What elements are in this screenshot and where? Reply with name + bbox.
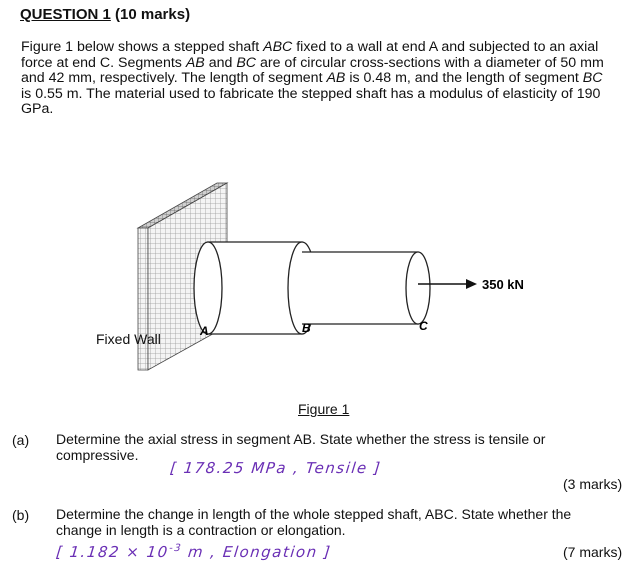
intro-line: GPa.: [21, 101, 54, 118]
part-b-question: Determine the change in length of the wh…: [56, 506, 628, 538]
figure-1-diagram: 350 kN A B C: [136, 182, 524, 371]
segment-ab-end-a: [193, 241, 223, 335]
part-a-handwritten-answer: [ 178.25 MPa , Tensile ]: [169, 459, 383, 477]
question-number: QUESTION 1: [20, 6, 111, 23]
part-b-line-1: Determine the change in length of the wh…: [56, 506, 572, 522]
part-a-marks: (3 marks): [563, 476, 623, 492]
segment-name: ABC: [263, 39, 293, 55]
question-marks: (10 marks): [115, 6, 191, 23]
fixed-wall-label: Fixed Wall: [96, 331, 161, 347]
intro-line: and 42 mm, respectively. The length of s…: [21, 70, 603, 87]
part-a-line-1: Determine the axial stress in segment AB…: [56, 431, 546, 447]
part-b-line-2: change in length is a contraction or elo…: [56, 521, 346, 538]
question-title: QUESTION 1 (10 marks): [20, 6, 190, 23]
part-a-label: (a): [12, 432, 30, 448]
segment-name: BC: [236, 54, 257, 71]
part-b-answer-suffix: m , Elongation ]: [187, 543, 333, 561]
point-b-label: B: [302, 321, 311, 335]
part-a-line-2: compressive.: [56, 446, 139, 463]
segment-bc-body: [302, 251, 419, 325]
segment-name: AB: [185, 54, 205, 71]
part-b-answer-prefix: [ 1.182 × 10: [55, 543, 170, 561]
intro-line: Figure 1 below shows a stepped shaft ABC…: [21, 39, 599, 55]
question-intro: Figure 1 below shows a stepped shaft ABC…: [21, 39, 627, 118]
part-b-answer-exponent: -3: [168, 543, 183, 554]
intro-line: force at end C. Segments AB and BC are o…: [21, 54, 604, 71]
part-b-marks: (7 marks): [563, 544, 623, 560]
segment-name: BC: [582, 70, 603, 87]
point-a-label: A: [199, 324, 209, 338]
figure-caption: Figure 1: [298, 401, 350, 417]
part-b-handwritten-answer: [ 1.182 × 10-3 m , Elongation ]: [55, 543, 332, 561]
force-label: 350 kN: [482, 277, 524, 292]
point-c-label: C: [419, 319, 428, 333]
force-arrow-head: [466, 279, 477, 289]
part-a-question: Determine the axial stress in segment AB…: [56, 431, 628, 463]
segment-name: AB: [326, 70, 346, 87]
wall-side-face: [137, 227, 149, 371]
part-b-label: (b): [12, 507, 30, 523]
segment-bc-end-c: [405, 251, 431, 325]
intro-line: is 0.55 m. The material used to fabricat…: [21, 85, 601, 102]
